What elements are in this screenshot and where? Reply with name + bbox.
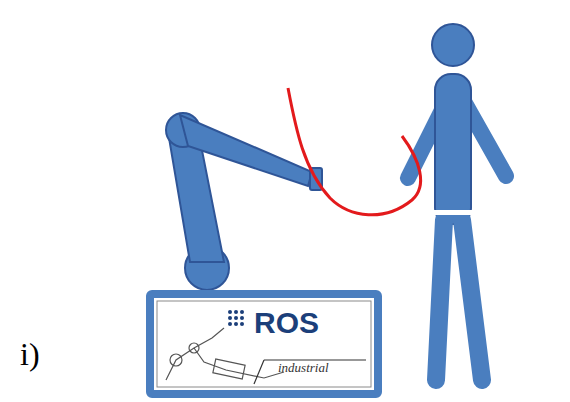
logo-dot bbox=[240, 310, 244, 314]
logo-joint bbox=[170, 354, 182, 366]
logo-dot bbox=[228, 322, 232, 326]
logo-title: ROS bbox=[254, 306, 319, 340]
logo-dot bbox=[228, 310, 232, 314]
right-leg bbox=[462, 220, 482, 380]
torso bbox=[435, 74, 471, 224]
logo-dot bbox=[234, 322, 238, 326]
belt bbox=[434, 210, 472, 215]
logo-dot bbox=[234, 310, 238, 314]
left-leg bbox=[436, 220, 444, 380]
logo-rule bbox=[254, 360, 264, 384]
logo-subtitle: industrial bbox=[278, 360, 329, 376]
logo-dot bbox=[234, 316, 238, 320]
logo-link bbox=[213, 359, 245, 379]
trajectory-curve bbox=[288, 88, 421, 215]
controller-cabinet: ROS industrial bbox=[146, 290, 382, 398]
logo-frame bbox=[157, 301, 371, 387]
human-figure bbox=[408, 24, 506, 380]
head bbox=[432, 24, 474, 66]
logo-dot bbox=[228, 316, 232, 320]
logo-dot bbox=[240, 316, 244, 320]
logo-joint bbox=[189, 343, 199, 353]
logo-dot bbox=[240, 322, 244, 326]
panel-label: i) bbox=[20, 336, 40, 373]
upper-link bbox=[180, 115, 312, 186]
